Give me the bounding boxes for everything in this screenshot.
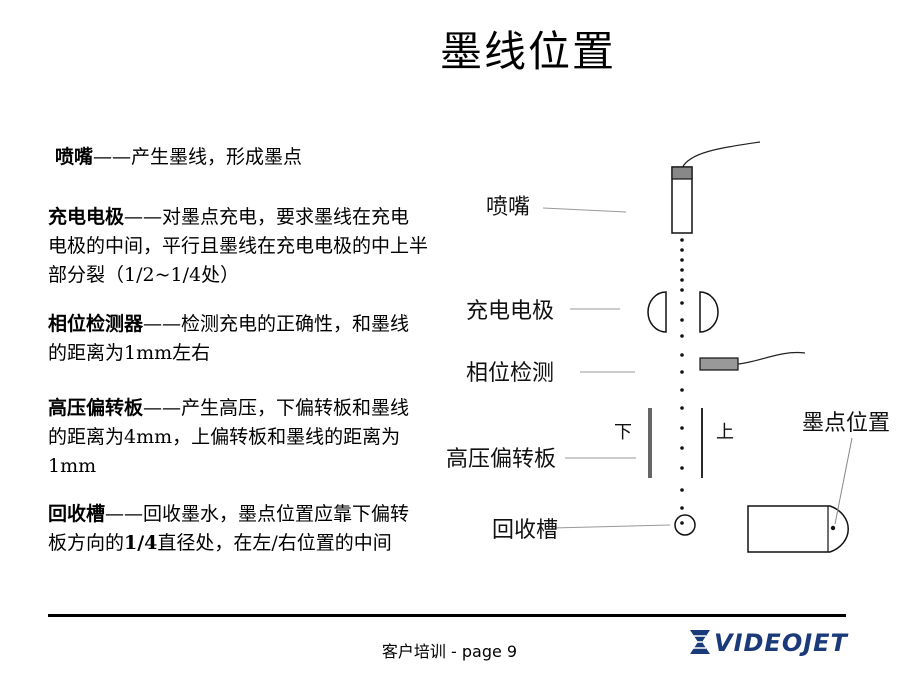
gutter xyxy=(674,514,696,536)
label-electrode: 充电电极 xyxy=(466,299,554,324)
label-nozzle: 喷嘴 xyxy=(486,195,530,220)
nozzle-cable xyxy=(681,141,761,169)
item-desc: 直径处，在左/右位置的中间 xyxy=(157,532,392,554)
footer-text: 客户培训 - page 9 xyxy=(381,642,518,661)
charge-electrode-right xyxy=(699,291,719,333)
item-gutter: 回收槽——回收墨水，墨点位置应靠下偏转板方向的1/4直径处，在左/右位置的中间 xyxy=(48,500,428,558)
logo-text: VIDEOJET xyxy=(714,629,849,657)
item-desc: ——检测充电的正确性，和墨线的距离为1mm左右 xyxy=(48,313,410,364)
drop-position-dot xyxy=(830,525,836,531)
item-desc: ——产生墨线，形成墨点 xyxy=(93,146,303,168)
item-term: 高压偏转板 xyxy=(48,397,144,419)
item-term: 回收槽 xyxy=(48,503,106,525)
item-electrode: 充电电极——对墨点充电，要求墨线在充电电极的中间，平行且墨线在充电电极的中上半部… xyxy=(48,203,428,290)
label-gutter: 回收槽 xyxy=(492,518,558,543)
item-term: 喷嘴 xyxy=(55,146,94,168)
phase-detector xyxy=(699,357,739,371)
drop-position-pointer xyxy=(834,437,853,525)
label-down: 下 xyxy=(614,422,632,443)
footer-divider xyxy=(48,614,846,617)
phase-detector-cable xyxy=(737,351,806,365)
item-term: 充电电极 xyxy=(48,206,125,228)
label-phase: 相位检测 xyxy=(466,361,554,386)
item-desc: ——产生高压，下偏转板和墨线的距离为4mm，上偏转板和墨线的距离为1mm xyxy=(48,397,410,477)
logo-mark-icon xyxy=(688,630,710,654)
item-nozzle: 喷嘴——产生墨线，形成墨点 xyxy=(55,143,435,172)
item-term: 相位检测器 xyxy=(48,313,144,335)
videojet-logo: VIDEOJET xyxy=(688,629,849,657)
label-up: 上 xyxy=(716,422,734,443)
item-phase-detector: 相位检测器——检测充电的正确性，和墨线的距离为1mm左右 xyxy=(48,310,428,368)
nozzle-cap xyxy=(671,166,693,180)
label-drop-position: 墨点位置 xyxy=(802,411,890,436)
label-deflector: 高压偏转板 xyxy=(446,447,556,472)
item-desc: ——回收墨水，墨点位置应靠下偏转板方向的 xyxy=(48,503,410,554)
item-deflector: 高压偏转板——产生高压，下偏转板和墨线的距离为4mm，上偏转板和墨线的距离为1m… xyxy=(48,394,428,481)
item-desc: ——对墨点充电，要求墨线在充电电极的中间，平行且墨线在充电电极的中上半部分裂（1… xyxy=(48,206,429,286)
item-desc-emph: 1/4 xyxy=(124,532,158,554)
ink-line-diagram: 喷嘴 充电电极 相位检测 高压偏转板 回收槽 下 上 墨点位置 xyxy=(446,141,890,553)
lower-deflector-plate xyxy=(648,408,652,478)
ink-drops xyxy=(680,238,684,510)
page-title: 墨线位置 xyxy=(440,27,617,76)
charge-electrode-left xyxy=(647,291,667,333)
gutter-magnified xyxy=(747,505,849,553)
